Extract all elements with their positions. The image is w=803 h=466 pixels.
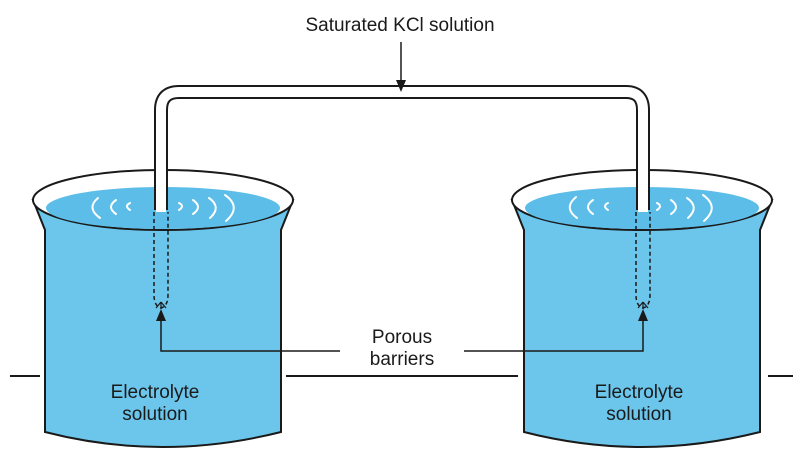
porous-barrier-left	[155, 301, 167, 309]
left-beaker-body	[31, 199, 295, 448]
salt-bridge-label: Saturated KCl solution	[200, 15, 600, 37]
porous-label-line1: Porous	[371, 327, 433, 348]
salt-bridge-tube	[154, 85, 650, 212]
porous-barrier-right	[637, 301, 649, 309]
porous-leader-right	[464, 309, 648, 352]
porous-barriers-label: Porous barriers	[340, 327, 464, 371]
bridge-label-pointer	[396, 42, 406, 92]
left-label-line1: Electrolyte	[110, 382, 200, 403]
porous-label-line2: barriers	[369, 349, 435, 370]
right-electrolyte-label: Electrolyte solution	[544, 382, 734, 426]
right-label-line1: Electrolyte	[594, 382, 684, 403]
porous-leader-left	[156, 309, 340, 352]
right-beaker-body	[510, 199, 774, 448]
left-beaker	[31, 169, 295, 448]
left-electrolyte-label: Electrolyte solution	[60, 382, 250, 426]
left-ripples	[91, 194, 235, 222]
salt-bridge-label-text: Saturated KCl solution	[305, 15, 495, 36]
left-label-line2: solution	[122, 404, 188, 425]
right-label-line2: solution	[606, 404, 672, 425]
right-ripples	[568, 194, 713, 222]
